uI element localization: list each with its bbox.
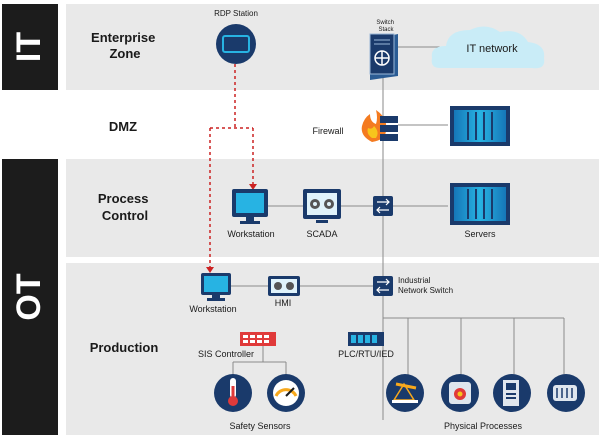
it-side-bar (2, 4, 58, 90)
oil-pump-icon (386, 374, 424, 412)
server-rack-slots (467, 112, 493, 140)
monitor-stand (246, 217, 254, 221)
safety-sensor-gauge[interactable] (267, 374, 305, 412)
gauge-face (273, 380, 299, 406)
plc-label: PLC/RTU/IED (338, 349, 394, 359)
it-network-cloud[interactable]: IT network (431, 26, 545, 69)
sis-controller[interactable]: SIS Controller (198, 332, 276, 359)
industrial-switch-label-line2: Network Switch (398, 286, 453, 295)
firewall-brick-icon (380, 116, 398, 123)
workstation-process-label: Workstation (227, 229, 274, 239)
process-motor[interactable] (547, 374, 585, 412)
servers-label: Servers (464, 229, 496, 239)
pump-base (392, 400, 418, 403)
firewall-label: Firewall (312, 126, 343, 136)
gear-icon (286, 282, 294, 290)
scada-screen (307, 193, 337, 215)
process-oil-pump[interactable] (386, 374, 424, 412)
sis-controller-icon (240, 332, 276, 346)
workstation-production[interactable]: Workstation (189, 273, 237, 314)
enterprise-zone-title-line2: Zone (109, 46, 140, 61)
monitor-base (207, 298, 225, 301)
server-rack-face (454, 110, 506, 142)
switch-stack-label-line1: Switch (376, 20, 394, 26)
physical-processes-label: Physical Processes (444, 421, 523, 431)
scada-base (316, 220, 328, 223)
industrial-switch-label-line1: Industrial (398, 276, 431, 285)
monitor-screen (236, 193, 264, 213)
it-network-label: IT network (466, 43, 518, 55)
rdp-station[interactable]: RDP Station (214, 9, 258, 64)
thermometer-level (231, 386, 235, 400)
sis-controller-label: SIS Controller (198, 349, 254, 359)
panel-line (506, 397, 516, 399)
rdp-dashed-lines (209, 64, 254, 268)
industrial-switch-label: Industrial Network Switch (398, 276, 453, 295)
switch-icon (373, 276, 393, 296)
thermometer-bulb (228, 396, 238, 406)
rdp-station-label: RDP Station (214, 9, 258, 18)
plc-rtu-ied[interactable]: PLC/RTU/IED (338, 332, 394, 359)
enterprise-zone-title: Enterprise Zone (91, 30, 159, 61)
motor-body (553, 385, 577, 401)
ot-side-label: OT (10, 273, 48, 320)
gauge-needle (285, 387, 295, 397)
gear-hole (313, 202, 317, 206)
plc-slots (351, 335, 377, 343)
cloud-icon (431, 26, 545, 69)
switch-icon (373, 196, 393, 216)
rdp-station-icon (216, 24, 256, 64)
switch-arrows-icon (376, 278, 390, 294)
switch-stack-label-line2: Stack (378, 27, 394, 33)
servers[interactable]: Servers (450, 183, 510, 239)
hmi[interactable]: HMI (268, 276, 300, 308)
gear-hole (327, 202, 331, 206)
server-rack-face (454, 187, 506, 221)
rdp-arrow-production (206, 267, 214, 273)
flame-inner (367, 126, 378, 138)
scada[interactable]: SCADA (303, 189, 341, 239)
switch-stack-cross (375, 51, 389, 65)
monitor-screen (204, 276, 228, 292)
rdp-arrow-process (249, 184, 257, 190)
switch-arrows-icon (376, 198, 390, 214)
workstation-process[interactable]: Workstation (227, 189, 275, 239)
process-control-panel[interactable] (493, 374, 531, 412)
ot-side-bar (2, 159, 58, 435)
firewall[interactable]: Firewall (312, 110, 398, 142)
process-boiler[interactable] (441, 374, 479, 412)
scada-label: SCADA (306, 229, 337, 239)
rdp-monitor-icon (222, 35, 250, 53)
hmi-label: HMI (275, 298, 292, 308)
firewall-brick-icon (380, 125, 398, 132)
gear-icon (274, 282, 282, 290)
process-switch[interactable] (373, 196, 393, 216)
dmz-title: DMZ (109, 119, 137, 134)
sis-controller-slots (243, 335, 269, 343)
firewall-brick-icon (380, 134, 398, 141)
switch-stack-label: Switch Stack (376, 20, 395, 33)
it-side-label: IT (10, 32, 48, 62)
enterprise-zone-title-line1: Enterprise (91, 30, 155, 45)
dmz-server[interactable] (450, 106, 510, 146)
process-control-title: Process Control (98, 191, 152, 223)
panel-line (506, 393, 516, 395)
monitor-base (240, 221, 260, 224)
production-title: Production (90, 340, 159, 355)
monitor-stand (212, 295, 220, 298)
gauge-arc (274, 388, 298, 397)
panel-display (506, 383, 516, 390)
industrial-network-switch[interactable]: Industrial Network Switch (373, 276, 453, 296)
pump-beam (395, 382, 417, 390)
workstation-production-label: Workstation (189, 304, 236, 314)
process-control-title-line1: Process (98, 191, 149, 206)
server-rack-slots (467, 189, 493, 219)
safety-sensors-label: Safety Sensors (229, 421, 291, 431)
boiler-flame-core (457, 391, 463, 397)
switch-stack[interactable]: Switch Stack (369, 20, 398, 80)
safety-sensor-thermometer[interactable] (214, 374, 252, 412)
process-control-title-line2: Control (102, 208, 148, 223)
